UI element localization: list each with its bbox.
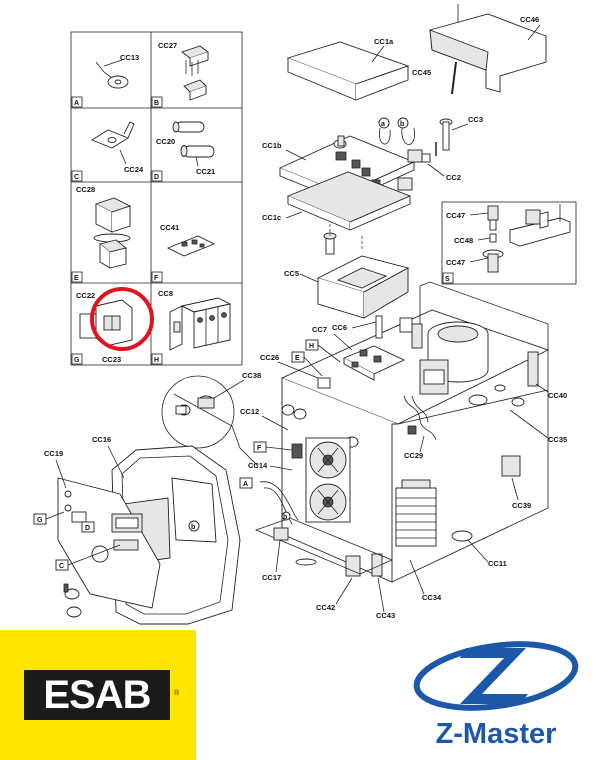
- part-cc13-ring-terminal: [95, 59, 129, 89]
- parts-legend-grid: A B C D E F G H CC13 CC27: [70, 31, 243, 366]
- label-cc21: CC21: [196, 167, 215, 176]
- label-cc22: CC22: [76, 291, 95, 300]
- callout-box-a: [239, 477, 253, 489]
- label-cc42: CC42: [316, 603, 335, 612]
- label-cc8: CC8: [158, 289, 173, 298]
- zmaster-logo: Z-Master: [370, 630, 600, 760]
- detail-letter-s: S: [445, 276, 450, 283]
- grid-letter-box-g: [71, 353, 83, 365]
- part-cc20-cc21-fuses: [172, 121, 215, 167]
- callout-a: A: [243, 481, 248, 488]
- part-cc24-bracket-terminal: [91, 121, 135, 165]
- grid-letter-b: B: [154, 100, 159, 107]
- label-cc5: CC5: [284, 269, 299, 278]
- label-cc1b: CC1b: [262, 141, 282, 150]
- label-cc3: CC3: [468, 115, 483, 124]
- part-cc5-cover: CC5: [284, 255, 410, 319]
- grid-letter-box-a: [71, 96, 83, 108]
- part-cc28-relay: [93, 197, 132, 269]
- label-cc7: CC7: [312, 325, 327, 334]
- grid-letter-g: G: [74, 357, 80, 364]
- label-cc47-b: CC47: [446, 258, 465, 267]
- highlight-circle: [90, 287, 154, 351]
- label-cc29: CC29: [404, 451, 423, 460]
- inductor-coil: [395, 479, 437, 547]
- main-chassis: CC7 CC6 CC26 E H CC40 CC35: [239, 281, 567, 620]
- grid-letter-box-h: [151, 353, 163, 365]
- exploded-view-drawing: A B C D E F G H CC13 CC27: [33, 4, 577, 625]
- callout-f: F: [257, 445, 262, 452]
- callout-g: G: [37, 517, 43, 524]
- esab-logo-box: ESAB: [24, 670, 170, 720]
- label-cc39: CC39: [512, 501, 531, 510]
- cc38-detail-magnifier: CC38: [161, 371, 261, 467]
- callout-circle-b3: [188, 520, 200, 532]
- callout-h: H: [309, 343, 314, 350]
- label-cc13: CC13: [120, 53, 139, 62]
- callout-box-d: [81, 521, 95, 533]
- part-cc41-small-board: [166, 235, 216, 257]
- callout-e: E: [295, 355, 300, 362]
- part-cc8-terminal-block: [169, 297, 232, 351]
- grid-letter-box-e: [71, 271, 83, 283]
- callout-circle-a: [378, 117, 390, 129]
- label-cc27: CC27: [158, 41, 177, 50]
- label-cc38: CC38: [242, 371, 261, 380]
- label-cc35: CC35: [548, 435, 567, 444]
- label-cc23: CC23: [102, 355, 121, 364]
- label-cc40: CC40: [548, 391, 567, 400]
- label-cc46: CC46: [520, 15, 539, 24]
- label-cc2: CC2: [446, 173, 461, 182]
- zmaster-emblem-icon: [413, 641, 579, 711]
- callout-circle-b: [397, 117, 409, 129]
- esab-registered-mark: ®: [174, 690, 180, 697]
- label-cc47-a: CC47: [446, 211, 465, 220]
- label-cc17: CC17: [262, 573, 281, 582]
- label-cc48: CC48: [454, 236, 473, 245]
- part-cc27-connector: [181, 45, 209, 101]
- label-cc41: CC41: [160, 223, 179, 232]
- label-cc20: CC20: [156, 137, 175, 146]
- label-cc1a: CC1a: [374, 37, 394, 46]
- grid-letter-c: C: [74, 174, 79, 181]
- part-cc22-switch: [79, 299, 133, 347]
- label-cc43: CC43: [376, 611, 395, 620]
- label-cc34: CC34: [422, 593, 442, 602]
- grid-letter-box-c: [71, 170, 83, 182]
- label-cc28: CC28: [76, 185, 95, 194]
- esab-logo-text: ESAB: [43, 673, 151, 717]
- grid-letter-e: E: [74, 275, 79, 282]
- label-cc45: CC45: [412, 68, 431, 77]
- grid-letter-box-d: [151, 170, 163, 182]
- callout-d: D: [85, 525, 90, 532]
- circle-b2-text: b: [283, 514, 287, 521]
- grid-letter-box-b: [151, 96, 163, 108]
- top-cover-group: CC1a CC46 CC45 CC1b a b CC: [262, 4, 547, 255]
- label-cc26: CC26: [260, 353, 279, 362]
- label-cc6: CC6: [332, 323, 347, 332]
- label-cc19: CC19: [44, 449, 63, 458]
- label-cc11: CC11: [488, 559, 507, 568]
- grid-letter-d: D: [154, 174, 159, 181]
- zmaster-logo-text: Z-Master: [435, 718, 557, 750]
- label-cc24: CC24: [124, 165, 144, 174]
- circle-b-text: b: [400, 121, 404, 128]
- label-cc1c: CC1c: [262, 213, 281, 222]
- callout-c: C: [59, 563, 64, 570]
- circle-a-text: a: [381, 121, 385, 128]
- detail-box-s: S CC47 CC48 CC47: [441, 201, 577, 285]
- esab-logo: ESAB ®: [0, 630, 196, 760]
- label-cc16: CC16: [92, 435, 111, 444]
- grid-letter-box-f: [151, 271, 163, 283]
- grid-letter-f: F: [154, 275, 159, 282]
- label-cc12: CC12: [240, 407, 259, 416]
- grid-letter-h: H: [154, 357, 159, 364]
- front-panel-assembly: b CC16 CC19 G D C: [33, 435, 241, 625]
- grid-letter-a: A: [74, 100, 79, 107]
- circle-b3-text: b: [191, 524, 195, 531]
- callout-circle-b2: [281, 511, 291, 521]
